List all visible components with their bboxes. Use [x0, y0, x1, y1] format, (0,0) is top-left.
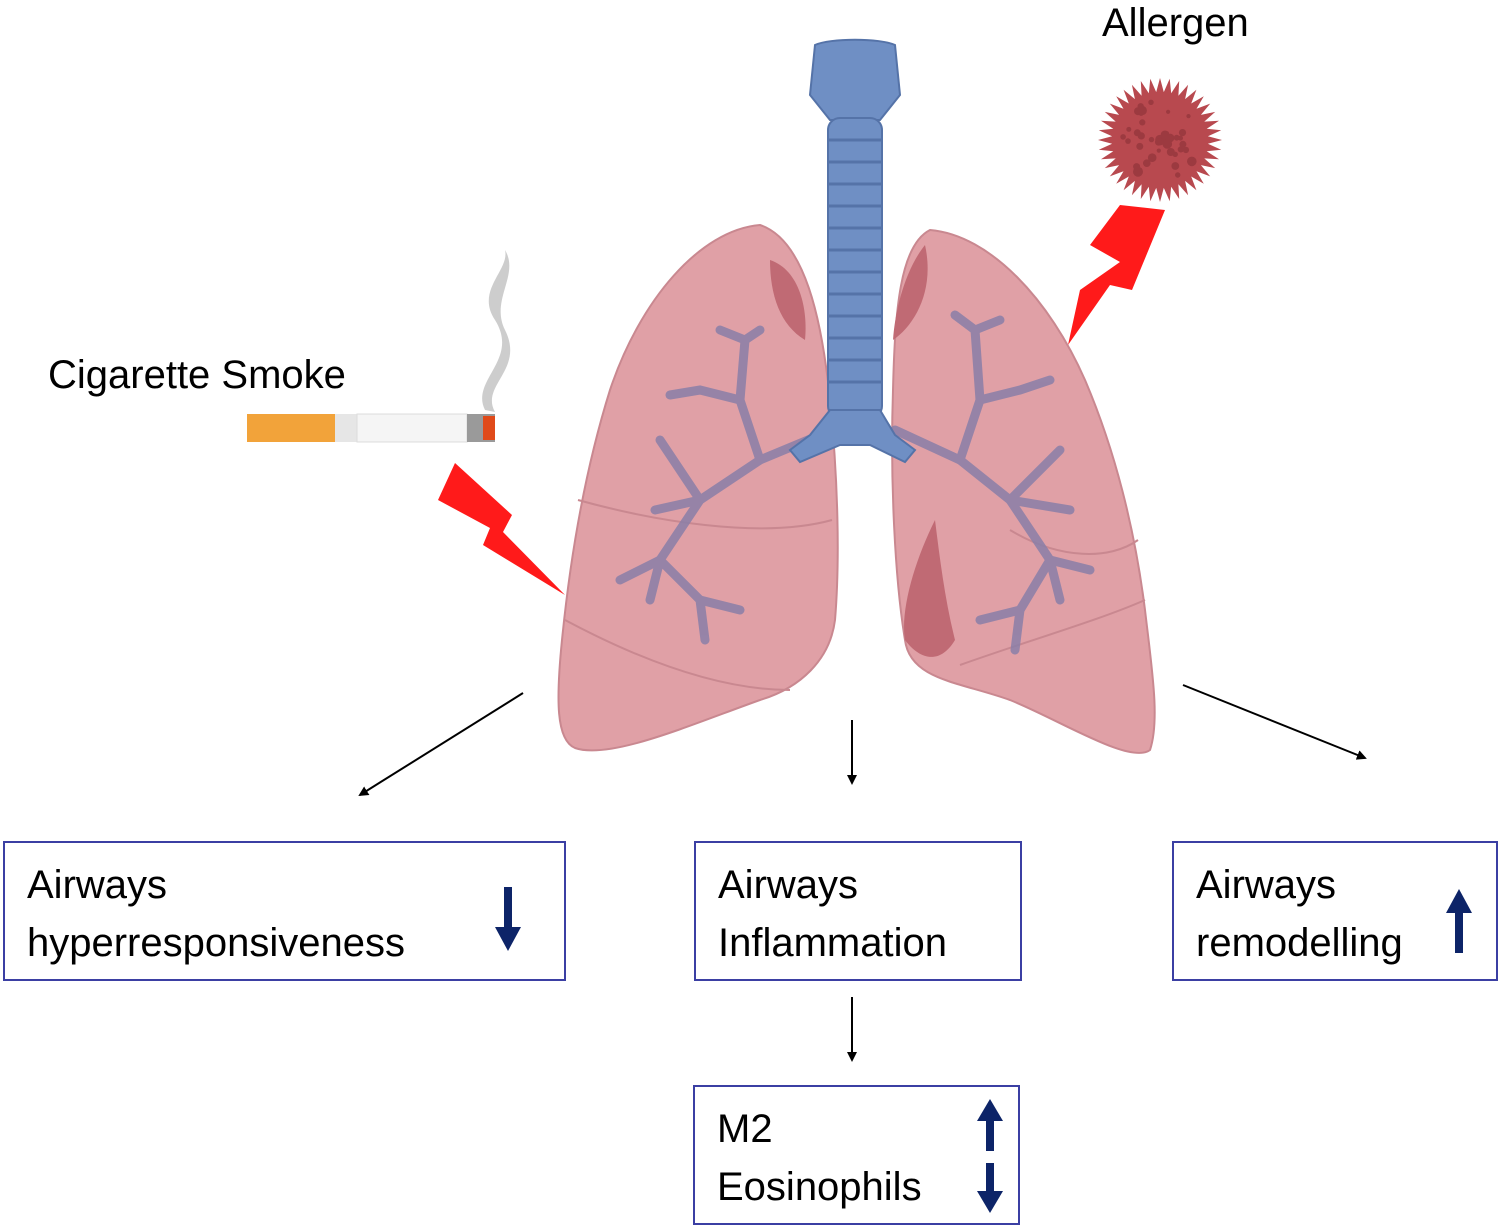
arrow-to-remodelling — [1183, 685, 1365, 758]
hyper-line2: hyperresponsiveness — [27, 923, 405, 963]
inflammation-line2: Inflammation — [718, 923, 947, 963]
up-arrow-icon — [977, 1099, 1003, 1151]
cigarette-smoke-label: Cigarette Smoke — [48, 355, 346, 395]
cells-line2: Eosinophils — [717, 1167, 922, 1207]
pollen-icon — [1098, 78, 1222, 202]
arrow-to-hyper — [360, 693, 523, 795]
cells-line1: M2 — [717, 1109, 773, 1149]
lightning-icon — [1068, 205, 1165, 345]
hyper-line1: Airways — [27, 865, 167, 905]
lightning-icon — [438, 463, 565, 595]
allergen-label: Allergen — [1102, 3, 1249, 43]
cigarette-icon — [247, 250, 510, 442]
box-airways-remodelling: Airways remodelling — [1172, 841, 1498, 981]
remodelling-line2: remodelling — [1196, 923, 1403, 963]
up-arrow-icon — [1446, 889, 1472, 955]
down-arrow-icon — [495, 887, 521, 953]
down-arrow-icon — [977, 1163, 1003, 1215]
box-m2-eosinophils: M2 Eosinophils — [693, 1085, 1020, 1225]
box-airways-hyperresponsiveness: Airways hyperresponsiveness — [3, 841, 566, 981]
remodelling-line1: Airways — [1196, 865, 1336, 905]
inflammation-line1: Airways — [718, 865, 858, 905]
box-airways-inflammation: Airways Inflammation — [694, 841, 1022, 981]
